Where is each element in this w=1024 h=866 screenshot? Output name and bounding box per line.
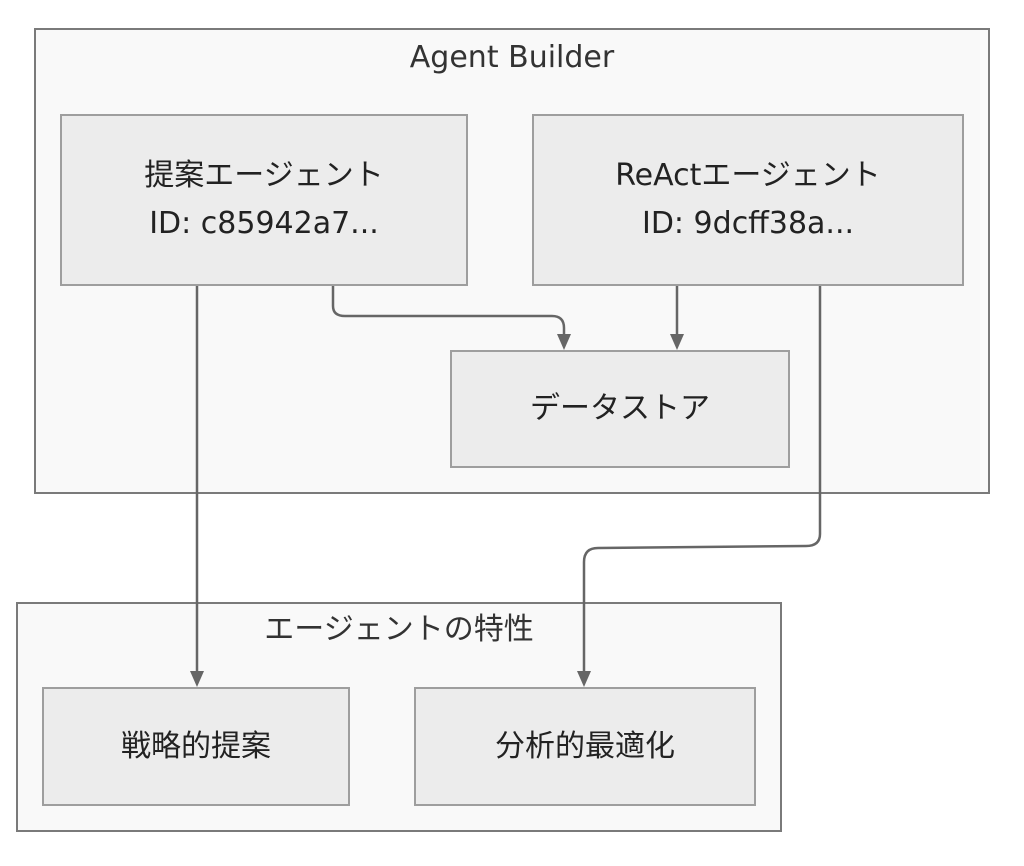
proposal-agent-id: ID: c85942a7... xyxy=(149,206,379,241)
react-agent-node[interactable]: ReActエージェント ID: 9dcff38a... xyxy=(532,114,964,286)
strategic-proposal-node[interactable]: 戦略的提案 xyxy=(42,687,350,806)
agent-builder-title: Agent Builder xyxy=(409,40,615,75)
agent-traits-title: エージェントの特性 xyxy=(264,612,534,647)
datastore-label: データストア xyxy=(530,391,710,426)
react-agent-name: ReActエージェント xyxy=(615,158,881,193)
analytic-optimization-node[interactable]: 分析的最適化 xyxy=(414,687,756,806)
proposal-agent-name: 提案エージェント xyxy=(144,158,384,193)
strategic-proposal-label: 戦略的提案 xyxy=(121,728,271,764)
proposal-agent-node[interactable]: 提案エージェント ID: c85942a7... xyxy=(60,114,468,286)
datastore-node[interactable]: データストア xyxy=(450,350,790,468)
analytic-optimization-label: 分析的最適化 xyxy=(495,728,675,764)
react-agent-id: ID: 9dcff38a... xyxy=(641,206,855,241)
